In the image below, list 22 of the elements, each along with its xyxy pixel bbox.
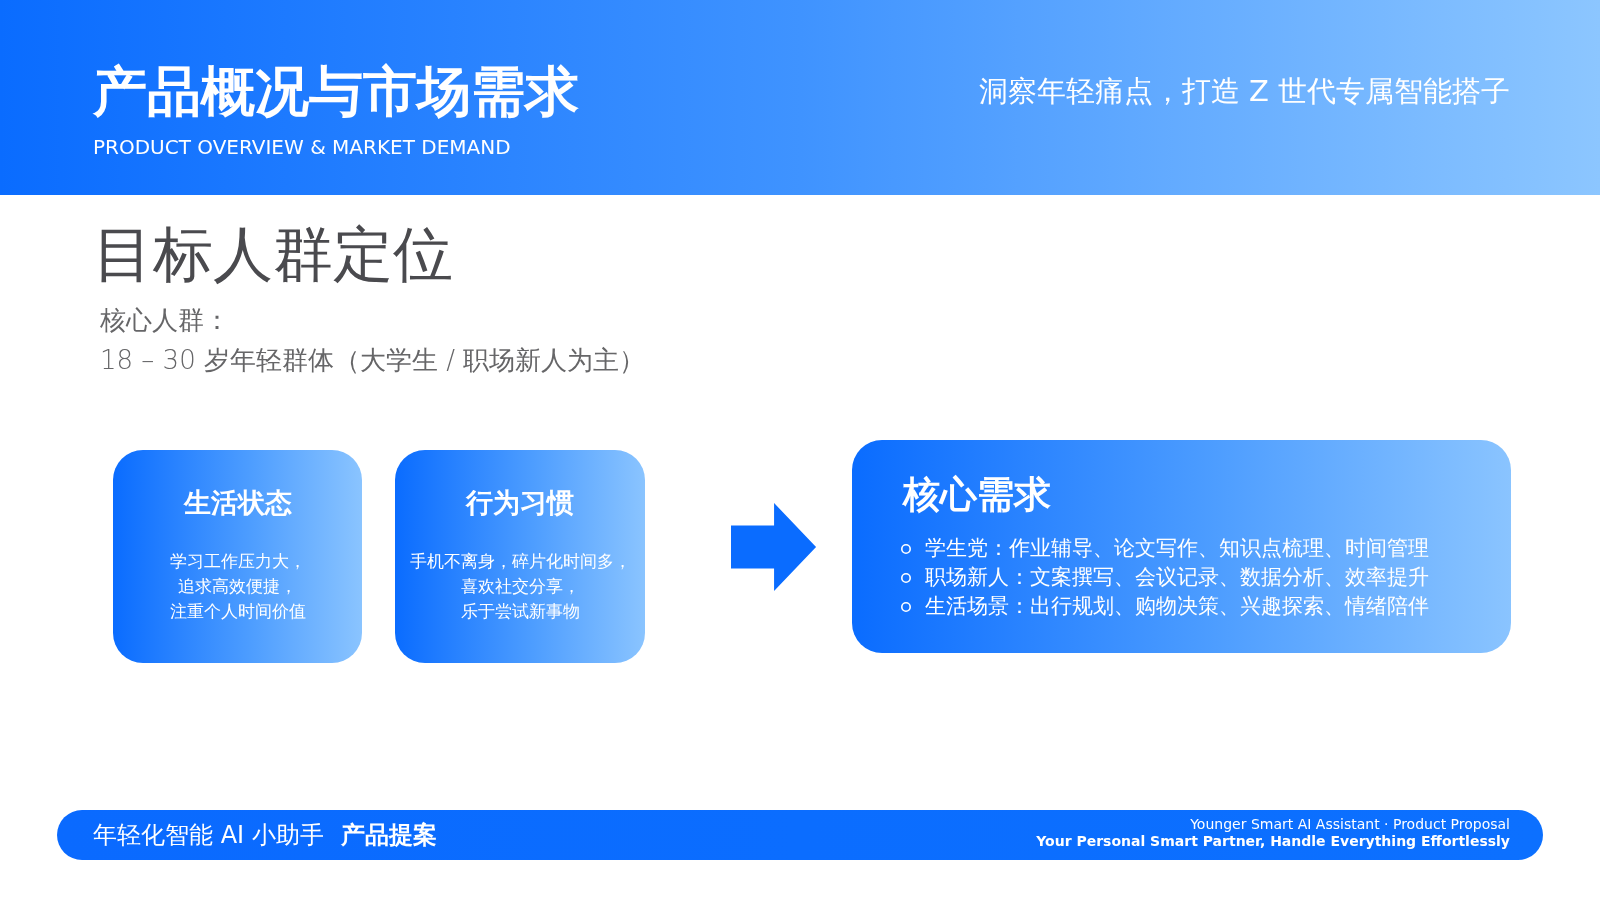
card-title: 行为习惯 — [464, 486, 575, 520]
info-card — [395, 450, 645, 663]
card-title: 生活状态 — [182, 486, 293, 520]
footer-slogan: Your Personal Smart Partner, Handle Everything Effortlessly — [1036, 832, 1510, 850]
card-text: 学习工作压力大，追求高效便捷，注重个人时间价值 — [168, 550, 307, 623]
arrow — [730, 503, 816, 591]
audience-label: 核心人群： — [100, 304, 230, 337]
audience-text: 18 – 30 岁年轻群体（大学生 / 职场新人为主） — [100, 344, 646, 377]
info-card — [113, 450, 362, 663]
page-title: 产品概况与市场需求 — [93, 60, 579, 124]
need-item: 职场新人：文案撰写、会议记录、数据分析、效率提升 — [925, 564, 1429, 591]
subtitle-text: PRODUCT OVERVIEW & MARKET DEMAND — [93, 134, 511, 160]
card-text: 手机不离身，碎片化时间多，喜欢社交分享，乐于尝试新事物 — [408, 550, 632, 623]
section-heading: 目标人群定位 — [93, 218, 453, 290]
needs-card — [852, 440, 1511, 653]
tagline-text: 洞察年轻痛点，打造 Z 世代专属智能搭子 — [978, 73, 1510, 110]
footer-text: 年轻化智能 AI 小助手 — [93, 820, 324, 851]
footer-title: 产品提案 — [341, 820, 437, 851]
need-item: 学生党：作业辅导、论文写作、知识点梳理、时间管理 — [925, 535, 1429, 562]
need-item: 生活场景：出行规划、购物决策、兴趣探索、情绪陪伴 — [925, 593, 1429, 620]
footer-caption: Younger Smart AI Assistant · Product Proposal — [1190, 816, 1510, 833]
card-title: 核心需求 — [903, 473, 1051, 517]
